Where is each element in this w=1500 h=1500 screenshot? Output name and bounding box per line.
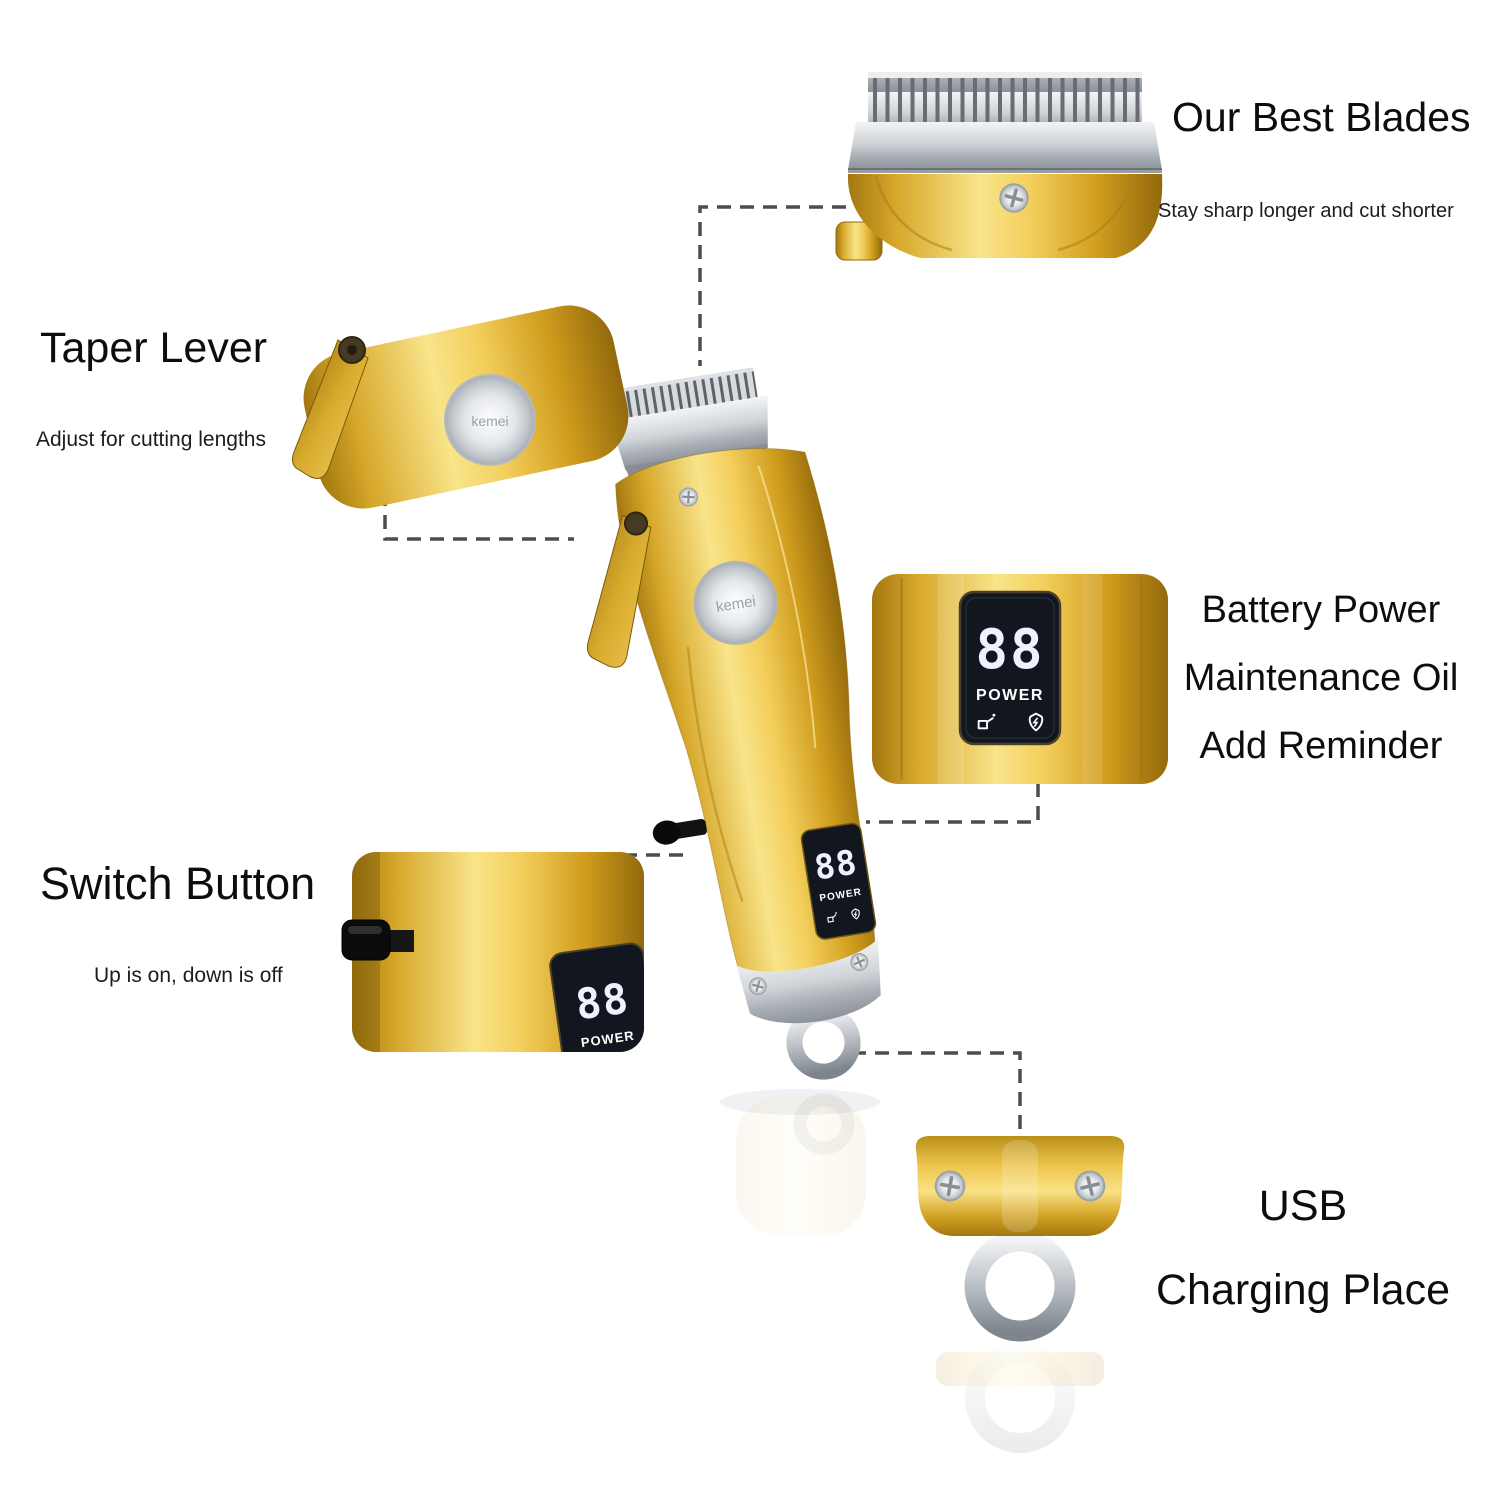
display-power-label: POWER bbox=[580, 1028, 636, 1050]
battery-line-1: Battery Power bbox=[1201, 589, 1441, 631]
switch-subtitle: Up is on, down is off bbox=[94, 964, 283, 987]
closeup-left-tab bbox=[835, 221, 883, 261]
clipper-body-groove-left bbox=[686, 646, 744, 902]
taper-title: Taper Lever bbox=[40, 324, 268, 372]
taper-lever-pivot bbox=[624, 511, 649, 536]
clipper-body-groove-right bbox=[757, 465, 817, 749]
closeup-teeth bbox=[868, 78, 1142, 124]
leader-line-battery bbox=[866, 783, 1040, 824]
display-closeup: 88 POWER bbox=[872, 574, 1168, 784]
display-panel-groove-right bbox=[1140, 578, 1143, 780]
brand-label: kemei bbox=[471, 413, 508, 429]
switch-closeup: 88 POWER bbox=[341, 852, 644, 1052]
usb-cap-highlight bbox=[1002, 1140, 1038, 1232]
bottom-cap bbox=[736, 938, 881, 1024]
brand-logo-button: kemei bbox=[693, 560, 778, 645]
closeup-head-groove-right bbox=[1057, 175, 1136, 252]
clipper-blade-teeth bbox=[615, 371, 759, 421]
blades-title: Our Best Blades bbox=[1172, 94, 1471, 140]
screw-icon bbox=[677, 486, 700, 508]
taper-brand-button bbox=[444, 374, 536, 466]
closeup-blade-seam bbox=[848, 168, 1162, 173]
closeup-teeth-edge bbox=[868, 72, 1142, 80]
taper-lever-closeup: kemei bbox=[291, 305, 629, 509]
taper-lever bbox=[586, 511, 652, 668]
closeup-blade-head bbox=[847, 174, 1163, 258]
usb-reflection bbox=[936, 1343, 1104, 1453]
battery-line-3: Add Reminder bbox=[1199, 725, 1443, 767]
taper-closeup-pivot-center bbox=[347, 345, 357, 355]
taper-subtitle: Adjust for cutting lengths bbox=[36, 428, 266, 451]
brand-label: kemei bbox=[715, 593, 757, 616]
power-switch bbox=[652, 818, 707, 845]
display-digits: 88 bbox=[812, 842, 861, 888]
led-display: 88 POWER bbox=[800, 822, 877, 940]
blades-subtitle: Stay sharp longer and cut shorter bbox=[1158, 200, 1454, 222]
closeup-led-bezel bbox=[965, 597, 1055, 739]
leader-line-blades bbox=[698, 205, 846, 366]
switch-partial-display: 88 POWER bbox=[549, 942, 644, 1052]
leader-line-taper bbox=[383, 492, 574, 541]
closeup-head-groove-left bbox=[874, 175, 953, 252]
usb-closeup bbox=[915, 1136, 1125, 1342]
usb-cap bbox=[915, 1136, 1125, 1236]
usb-line-2: Charging Place bbox=[1155, 1266, 1450, 1314]
display-digits: 88 bbox=[975, 618, 1044, 681]
clipper-product-photo: kemei 88 POWER bbox=[586, 367, 881, 1080]
display-power-label: POWER bbox=[976, 687, 1044, 704]
closeup-led-display bbox=[958, 590, 1062, 746]
clipper-reflection bbox=[720, 1089, 880, 1236]
blades-closeup bbox=[835, 72, 1163, 261]
switch-title: Switch Button bbox=[40, 858, 316, 909]
closeup-blade-plate bbox=[848, 122, 1162, 170]
display-digits: 88 bbox=[573, 973, 633, 1029]
taper-lever-arm bbox=[586, 514, 652, 668]
usb-hanging-loop bbox=[964, 1230, 1076, 1342]
taper-closeup-arm bbox=[291, 339, 369, 479]
usb-line-1: USB bbox=[1258, 1182, 1348, 1230]
switch-button-knob bbox=[341, 919, 414, 961]
usb-callout: USB Charging Place bbox=[1138, 1164, 1468, 1332]
display-panel-groove-left bbox=[900, 578, 903, 780]
battery-line-2: Maintenance Oil bbox=[1183, 657, 1459, 699]
battery-callout: Battery Power Maintenance Oil Add Remind… bbox=[1156, 576, 1486, 780]
display-panel-sheen2 bbox=[1082, 574, 1102, 784]
leader-line-usb bbox=[852, 1051, 1022, 1140]
